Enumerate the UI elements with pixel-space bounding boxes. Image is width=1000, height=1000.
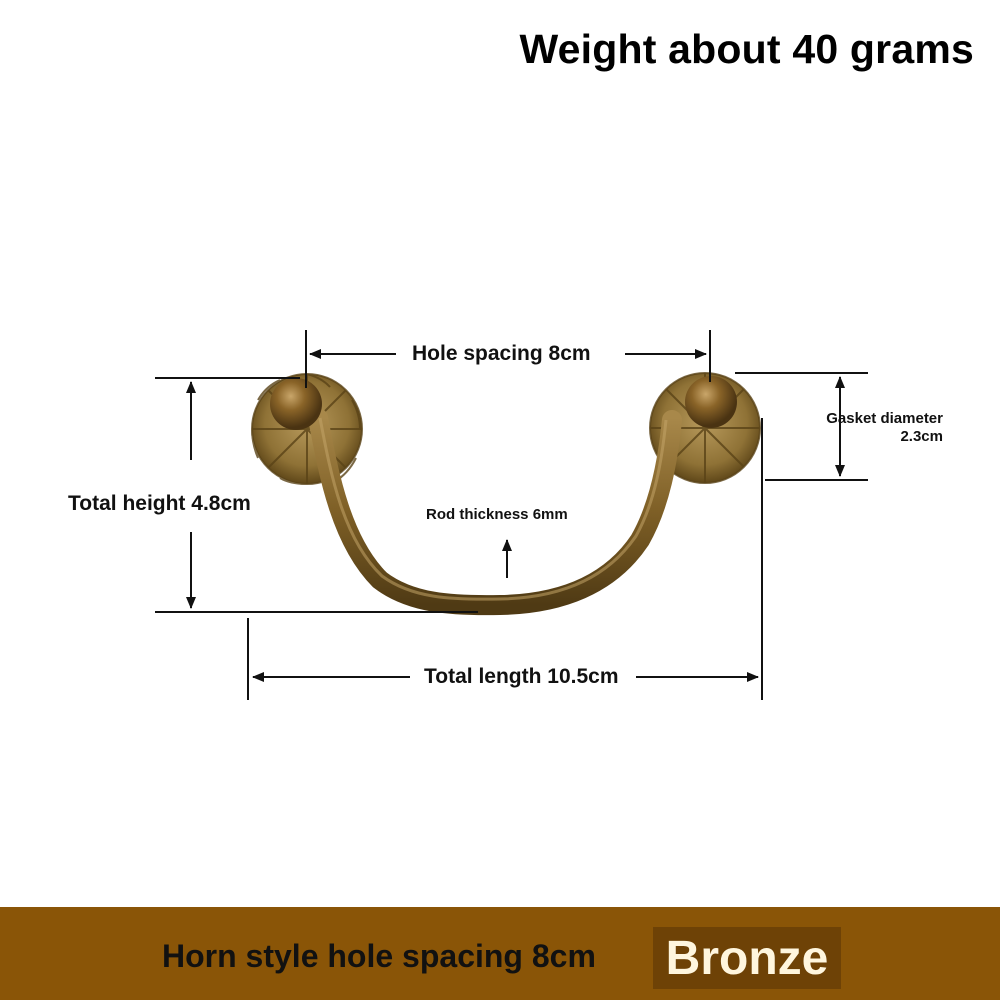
left-knob xyxy=(270,378,322,430)
finish-badge: Bronze xyxy=(653,927,841,989)
gasket-diameter-label-line1: Gasket diameter xyxy=(826,410,943,427)
gasket-diameter-label-line2: 2.3cm xyxy=(900,428,943,445)
hole-spacing-label: Hole spacing 8cm xyxy=(410,342,593,366)
gasket-diameter-dimension xyxy=(735,372,868,481)
total-height-dimension xyxy=(155,377,478,613)
total-length-dimension xyxy=(247,418,763,700)
total-length-label: Total length 10.5cm xyxy=(420,665,623,689)
total-height-label: Total height 4.8cm xyxy=(68,492,251,515)
hole-spacing-dimension xyxy=(305,330,711,388)
gasket-diameter-label: Gasket diameter 2.3cm xyxy=(808,410,943,446)
right-knob xyxy=(685,376,737,428)
handle-bail-rod xyxy=(308,408,682,616)
style-description: Horn style hole spacing 8cm xyxy=(162,938,596,974)
rod-thickness-label: Rod thickness 6mm xyxy=(426,506,568,523)
weight-heading: Weight about 40 grams xyxy=(519,26,974,72)
